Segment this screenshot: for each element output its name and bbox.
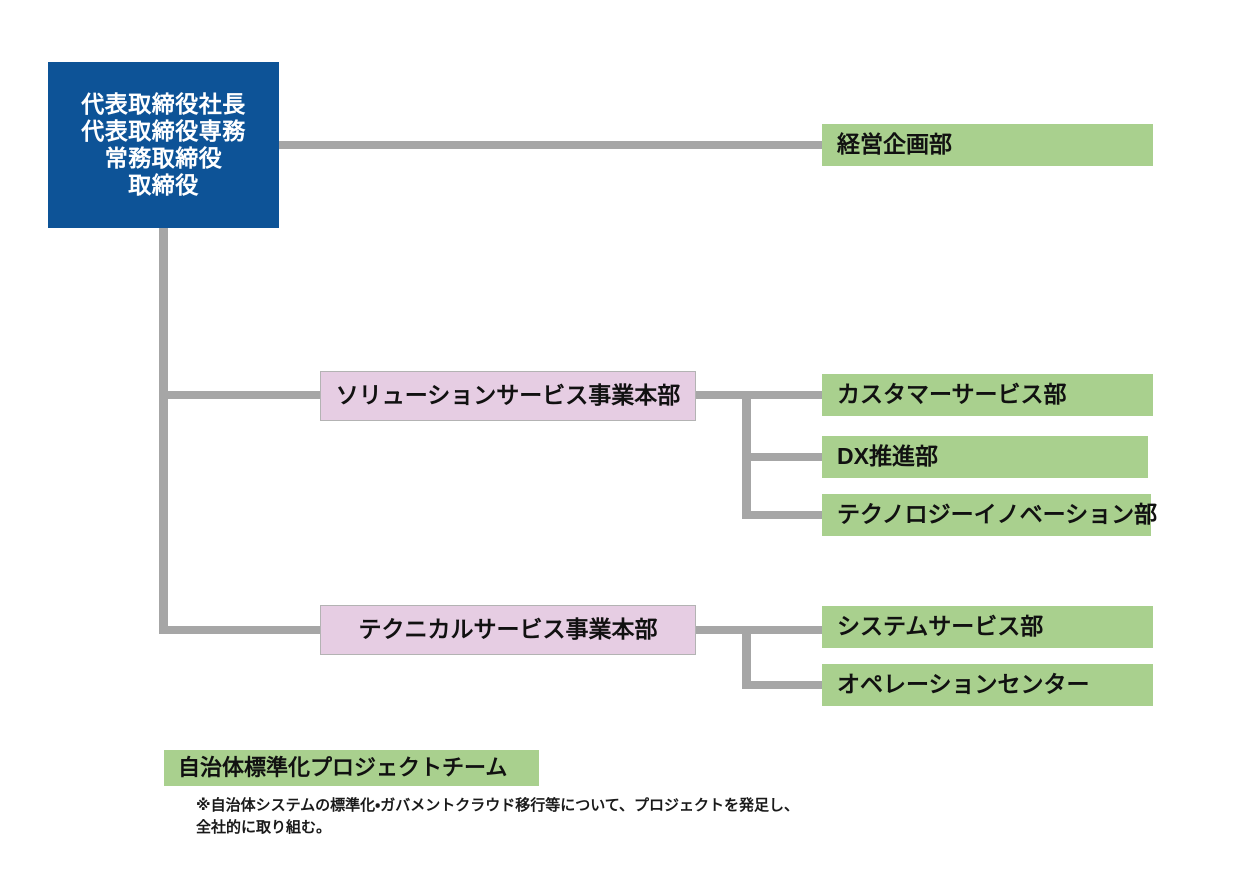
department-box-management-planning[interactable]: 経営企画部 (822, 124, 1153, 166)
executive-title-2: 代表取締役専務 (81, 117, 246, 144)
executive-box[interactable]: 代表取締役社長 代表取締役専務 常務取締役 取締役 (48, 62, 279, 228)
department-label: DX推進部 (837, 443, 938, 470)
department-label: オペレーションセンター (837, 671, 1090, 698)
executive-title-1: 代表取締役社長 (81, 90, 246, 117)
department-label: システムサービス部 (837, 613, 1044, 640)
connector-trunk-to-technical-division (159, 626, 324, 634)
department-box-dx-promotion[interactable]: DX推進部 (822, 436, 1148, 478)
department-box-customer-service[interactable]: カスタマーサービス部 (822, 374, 1153, 416)
division-box-solution-service[interactable]: ソリューションサービス事業本部 (320, 371, 696, 421)
connector-trunk-to-solution-division (159, 391, 324, 399)
project-team-note-line-1: ※自治体システムの標準化・ガバメントクラウド移行等について、プロジェクトを発足し… (196, 797, 800, 814)
project-team-note-line-2: 全社的に取り組む。 (196, 818, 332, 836)
connector-technical-spine-vertical (742, 626, 751, 688)
department-box-operation-center[interactable]: オペレーションセンター (822, 664, 1153, 706)
project-team-box[interactable]: 自治体標準化プロジェクトチーム (164, 750, 539, 786)
division-box-technical-service[interactable]: テクニカルサービス事業本部 (320, 605, 696, 655)
connector-solution-to-dx (742, 453, 824, 461)
project-team-label: 自治体標準化プロジェクトチーム (178, 755, 508, 781)
department-label: カスタマーサービス部 (837, 381, 1067, 408)
department-box-technology-innovation[interactable]: テクノロジーイノベーション部 (822, 494, 1157, 536)
connector-solution-stem (696, 391, 824, 399)
connector-solution-to-technology-innovation (742, 511, 824, 519)
department-label: テクノロジーイノベーション部 (837, 501, 1158, 528)
connector-exec-to-planning (277, 141, 824, 149)
executive-title-4: 取締役 (128, 172, 199, 199)
division-label: テクニカルサービス事業本部 (358, 616, 658, 643)
connector-technical-stem (696, 626, 824, 634)
division-label: ソリューションサービス事業本部 (335, 382, 681, 409)
executive-title-3: 常務取締役 (104, 145, 223, 171)
connector-exec-trunk-vertical (159, 228, 168, 634)
project-team-note: ※自治体システムの標準化・ガバメントクラウド移行等について、プロジェクトを発足し… (196, 795, 799, 839)
department-box-system-service[interactable]: システムサービス部 (822, 606, 1153, 648)
connector-technical-to-operation-center (742, 681, 824, 689)
department-label: 経営企画部 (837, 131, 952, 158)
